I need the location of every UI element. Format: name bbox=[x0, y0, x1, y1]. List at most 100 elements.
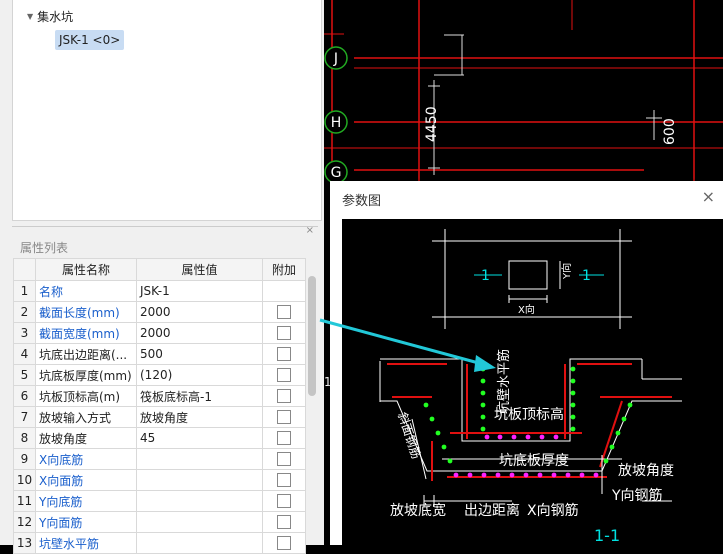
property-name: X向面筋 bbox=[35, 469, 137, 491]
row-number: 13 bbox=[13, 532, 36, 554]
dimension-4450: 4450 bbox=[424, 106, 440, 142]
row-number: 2 bbox=[13, 301, 36, 323]
property-value[interactable]: 放坡角度 bbox=[136, 406, 263, 428]
x-direction-label: X向 bbox=[518, 303, 535, 316]
property-value[interactable]: (120) bbox=[136, 364, 263, 386]
property-value[interactable]: 500 bbox=[136, 343, 263, 365]
attach-checkbox[interactable] bbox=[277, 494, 291, 509]
property-name: 放坡输入方式 bbox=[35, 406, 137, 428]
dialog-close-icon[interactable]: × bbox=[701, 187, 715, 206]
close-icon[interactable]: × bbox=[305, 225, 314, 236]
attach-checkbox[interactable] bbox=[277, 347, 291, 362]
property-name: 坑底板厚度(mm) bbox=[35, 364, 137, 386]
axis-label-j: J bbox=[333, 51, 338, 67]
row-number: 3 bbox=[13, 322, 36, 344]
header-property-value: 属性值 bbox=[136, 258, 263, 281]
attach-cell[interactable] bbox=[262, 301, 306, 323]
attach-cell[interactable] bbox=[262, 490, 306, 512]
table-header-row: 属性名称 属性值 附加 bbox=[13, 258, 306, 281]
property-value[interactable] bbox=[136, 469, 263, 491]
cad-plan-view: J H G 4450 600 1 bbox=[324, 0, 723, 545]
attach-cell[interactable] bbox=[262, 448, 306, 470]
row-number: 4 bbox=[13, 343, 36, 365]
component-tree: ▼集水坑 JSK-1 <0> bbox=[12, 0, 322, 221]
header-attach: 附加 bbox=[262, 258, 306, 281]
row-number: 1 bbox=[13, 280, 36, 302]
attach-cell bbox=[262, 280, 306, 302]
out-distance-label: 出边距离 bbox=[464, 502, 520, 519]
attach-checkbox[interactable] bbox=[277, 536, 291, 551]
attach-checkbox[interactable] bbox=[277, 410, 291, 425]
attach-cell[interactable] bbox=[262, 406, 306, 428]
tree-root-label: 集水坑 bbox=[37, 10, 74, 24]
property-name: Y向面筋 bbox=[35, 511, 137, 533]
property-value[interactable] bbox=[136, 490, 263, 512]
property-panel-title: 属性列表 bbox=[20, 241, 69, 255]
attach-checkbox[interactable] bbox=[277, 389, 291, 404]
property-value[interactable]: 2000 bbox=[136, 322, 263, 344]
property-value[interactable] bbox=[136, 448, 263, 470]
property-scrollbar[interactable] bbox=[306, 262, 318, 545]
axis-label-h: H bbox=[331, 115, 342, 131]
attach-cell[interactable] bbox=[262, 511, 306, 533]
property-value[interactable] bbox=[136, 532, 263, 554]
parameter-diagram: 1 1 Y向 X向 bbox=[342, 219, 723, 545]
expand-arrow-icon[interactable]: ▼ bbox=[27, 12, 34, 21]
slope-angle-label: 放坡角度 bbox=[618, 463, 674, 479]
property-value[interactable]: JSK-1 bbox=[136, 280, 263, 302]
row-number: 10 bbox=[13, 469, 36, 491]
attach-checkbox[interactable] bbox=[277, 473, 291, 488]
section-mark-right: 1 bbox=[582, 268, 591, 284]
attach-cell[interactable] bbox=[262, 322, 306, 344]
section-1-1-label: 1-1 bbox=[594, 526, 620, 545]
property-value[interactable]: 45 bbox=[136, 427, 263, 449]
attach-cell[interactable] bbox=[262, 469, 306, 491]
sump-section-diagram: 1 1 Y向 X向 bbox=[379, 229, 682, 545]
attach-cell[interactable] bbox=[262, 364, 306, 386]
slope-rebar-label: 斜面钢筋 bbox=[395, 410, 424, 460]
property-name: 坑壁水平筋 bbox=[35, 532, 137, 554]
section-mark-left: 1 bbox=[481, 268, 490, 284]
dialog-title: 参数图 bbox=[342, 194, 382, 209]
row-number: 11 bbox=[13, 490, 36, 512]
property-name: X向底筋 bbox=[35, 448, 137, 470]
top-elevation-label: 坑板顶标高 bbox=[494, 406, 564, 423]
scrollbar-thumb[interactable] bbox=[308, 276, 316, 396]
attach-checkbox[interactable] bbox=[277, 515, 291, 530]
x-rebar-label: X向钢筋 bbox=[527, 502, 579, 519]
tree-root-sump[interactable]: ▼集水坑 bbox=[27, 8, 73, 25]
property-name: Y向底筋 bbox=[35, 490, 137, 512]
property-value[interactable] bbox=[136, 511, 263, 533]
attach-checkbox[interactable] bbox=[277, 368, 291, 383]
tree-item-jsk1[interactable]: JSK-1 <0> bbox=[55, 30, 125, 50]
property-name: 截面长度(mm) bbox=[35, 301, 137, 323]
property-value[interactable]: 筏板底标高-1 bbox=[136, 385, 263, 407]
row-number: 9 bbox=[13, 448, 36, 470]
attach-checkbox[interactable] bbox=[277, 431, 291, 446]
y-rebar-label: Y向钢筋 bbox=[611, 487, 663, 504]
row-number: 6 bbox=[13, 385, 36, 407]
attach-checkbox[interactable] bbox=[277, 452, 291, 467]
attach-checkbox[interactable] bbox=[277, 305, 291, 320]
attach-cell[interactable] bbox=[262, 427, 306, 449]
attach-cell[interactable] bbox=[262, 532, 306, 554]
property-value[interactable]: 2000 bbox=[136, 301, 263, 323]
bottom-thickness-label: 坑底板厚度 bbox=[499, 453, 569, 469]
wall-horizontal-rebar-label: 坑壁水平筋 bbox=[496, 349, 512, 414]
attach-checkbox[interactable] bbox=[277, 326, 291, 341]
